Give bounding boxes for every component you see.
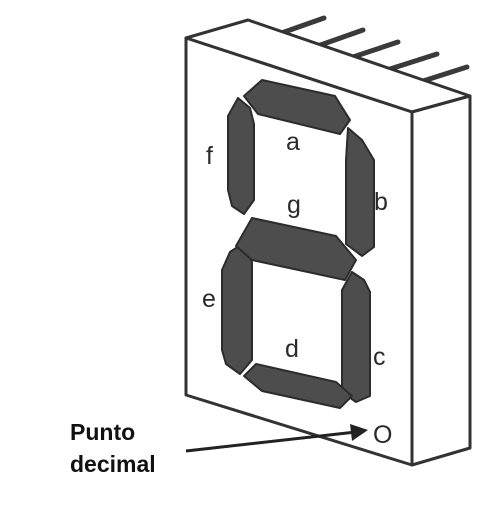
segments xyxy=(221,79,375,409)
segment-d xyxy=(243,363,353,409)
segment-g xyxy=(235,217,357,281)
decimal-point-arrow xyxy=(185,424,368,453)
segment-e xyxy=(221,243,253,375)
segment-b xyxy=(345,127,375,257)
segment-label-e: e xyxy=(202,285,216,313)
segment-label-c: c xyxy=(373,343,386,371)
segment-labels: a b c d e f g xyxy=(202,128,388,371)
segment-label-a: a xyxy=(286,128,300,156)
decimal-point: O xyxy=(373,421,392,449)
segment-a xyxy=(243,79,351,135)
segment-label-f: f xyxy=(206,142,213,170)
housing-side-face xyxy=(410,94,472,467)
decimal-point-caption-line1: Punto xyxy=(70,419,136,445)
segment-label-g: g xyxy=(287,191,301,219)
segment-c xyxy=(341,271,371,403)
segment-label-d: d xyxy=(285,335,299,363)
decimal-point-caption-line2: decimal xyxy=(70,451,156,477)
segment-label-b: b xyxy=(374,188,388,216)
segment-f xyxy=(227,97,255,215)
